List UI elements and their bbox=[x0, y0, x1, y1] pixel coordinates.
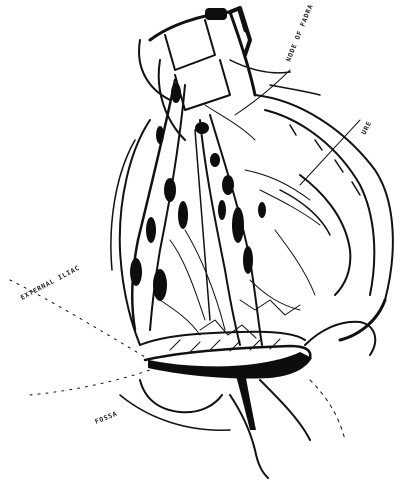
lymph-node bbox=[222, 175, 234, 195]
vertebral-node bbox=[205, 8, 227, 20]
pelvic-floor bbox=[120, 322, 375, 478]
lymph-node bbox=[130, 258, 142, 286]
lymph-node bbox=[153, 269, 167, 301]
lymph-node bbox=[178, 201, 188, 229]
label-ure: URE bbox=[360, 120, 374, 136]
iliac-wing bbox=[10, 120, 150, 395]
lymph-node bbox=[156, 126, 164, 144]
lymph-node bbox=[218, 200, 226, 220]
label-external-iliac: EXTERNAL ILIAC bbox=[19, 264, 81, 302]
lymph-chain-internal bbox=[195, 115, 266, 345]
lymph-node bbox=[146, 217, 156, 243]
vertebral-column bbox=[139, 8, 255, 140]
lymph-node bbox=[210, 153, 220, 167]
lymph-node bbox=[243, 246, 253, 274]
lymph-node bbox=[195, 122, 209, 134]
lymph-node bbox=[164, 178, 176, 202]
lymph-node bbox=[258, 202, 266, 218]
lymph-node bbox=[171, 83, 181, 103]
label-node-of-fadra: NODE OF FADRA bbox=[284, 3, 314, 63]
lymph-node bbox=[232, 207, 244, 243]
lymph-chain-external bbox=[130, 80, 188, 330]
label-fossa: FOSSA bbox=[94, 410, 119, 426]
